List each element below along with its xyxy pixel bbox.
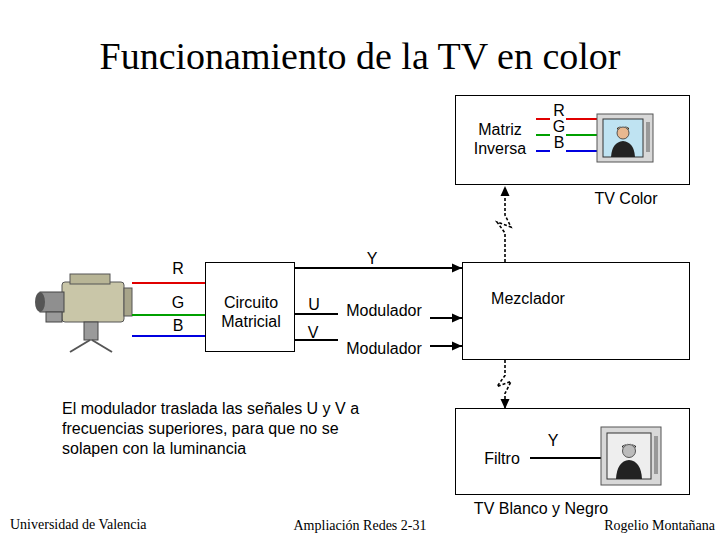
connector-line — [497, 186, 511, 262]
video-camera — [35, 274, 132, 352]
presenter-hair — [622, 444, 636, 449]
signal-name: B — [549, 133, 569, 152]
process-box: Circuito Matricial — [205, 262, 295, 352]
arrow-head — [452, 314, 462, 323]
presenter-body — [611, 141, 635, 157]
signal-name: V — [303, 323, 323, 342]
signal-connector — [295, 314, 338, 315]
block-label: Modulador — [338, 301, 430, 320]
process-block: Modulador — [338, 337, 430, 361]
green-signal-wire — [566, 134, 597, 136]
camera-back — [124, 288, 132, 316]
signal-connector — [497, 186, 511, 262]
tv-controls — [646, 122, 650, 152]
arrow-head — [452, 342, 462, 351]
tv-screen — [607, 433, 651, 479]
footer-text: Rogelio Montañana — [540, 516, 715, 535]
red-signal-wire — [566, 118, 597, 120]
process-block: Modulador — [338, 299, 430, 323]
bw-tv-set — [601, 427, 661, 485]
signal-name: Y — [362, 249, 382, 268]
connector-line — [295, 267, 462, 269]
connector-line — [430, 317, 462, 319]
blue-signal-wire — [132, 335, 205, 337]
signal-name: Y — [543, 431, 563, 450]
camera-top — [70, 274, 110, 284]
signal-name: R — [168, 259, 188, 278]
connector-line — [295, 313, 338, 315]
tv-screen — [603, 119, 643, 157]
camera-handle — [84, 322, 98, 340]
camera-leg — [70, 340, 90, 352]
process-block: Filtro — [463, 409, 541, 496]
signal-name: R — [549, 101, 569, 120]
tv-cabinet — [597, 114, 653, 162]
arrow-head — [452, 264, 462, 273]
receiver-group-box: TV Blanco y NegroFiltro — [455, 408, 690, 495]
tv-cabinet — [601, 427, 661, 485]
presenter-body — [616, 460, 642, 479]
block-label: Mezclador — [473, 289, 583, 308]
block-label: Matriz Inversa — [464, 120, 536, 158]
arrow-head — [501, 399, 510, 409]
signal-name: B — [168, 316, 188, 335]
camera-lens-front — [35, 292, 45, 312]
receiver-group-box: TV ColorMatriz Inversa — [455, 95, 690, 185]
red-signal-wire — [536, 118, 550, 120]
signal-connector — [430, 314, 462, 323]
signal-name: U — [304, 295, 324, 314]
camera-grip — [46, 312, 62, 322]
block-label: Modulador — [338, 339, 430, 358]
tv-controls — [654, 436, 658, 474]
presenter-hair — [617, 126, 629, 130]
footer-text: Ampliación Redes 2-31 — [250, 516, 470, 535]
block-label: Circuito Matricial — [208, 293, 294, 331]
green-signal-wire — [132, 314, 205, 316]
group-heading: TV Blanco y Negro — [456, 499, 626, 518]
footer-text: Universidad de Valencia — [10, 515, 210, 534]
red-signal-wire — [132, 282, 205, 284]
connector-line — [430, 345, 462, 347]
explanatory-note: El modulador traslada las señales U y V … — [62, 399, 362, 459]
signal-connector — [295, 264, 462, 273]
signal-connector — [497, 360, 511, 409]
luminance-wire — [530, 457, 601, 459]
camera-body — [62, 282, 124, 322]
slide-title: Funcionamiento de la TV en color — [0, 34, 720, 78]
signal-name: G — [168, 293, 188, 312]
camera-leg — [92, 340, 112, 352]
group-heading: TV Color — [576, 189, 676, 208]
presenter-head — [617, 127, 629, 139]
arrow-head — [501, 186, 510, 196]
block-label: Filtro — [463, 449, 541, 468]
signal-name: G — [549, 117, 569, 136]
process-block: Matriz Inversa — [456, 96, 538, 186]
process-box: Mezclador — [462, 262, 690, 360]
blue-signal-wire — [566, 150, 597, 152]
presenter-head — [623, 445, 636, 458]
green-signal-wire — [536, 134, 550, 136]
connector-line — [497, 360, 511, 409]
blue-signal-wire — [536, 150, 550, 152]
color-tv-set — [597, 114, 653, 162]
signal-connector — [430, 342, 462, 351]
